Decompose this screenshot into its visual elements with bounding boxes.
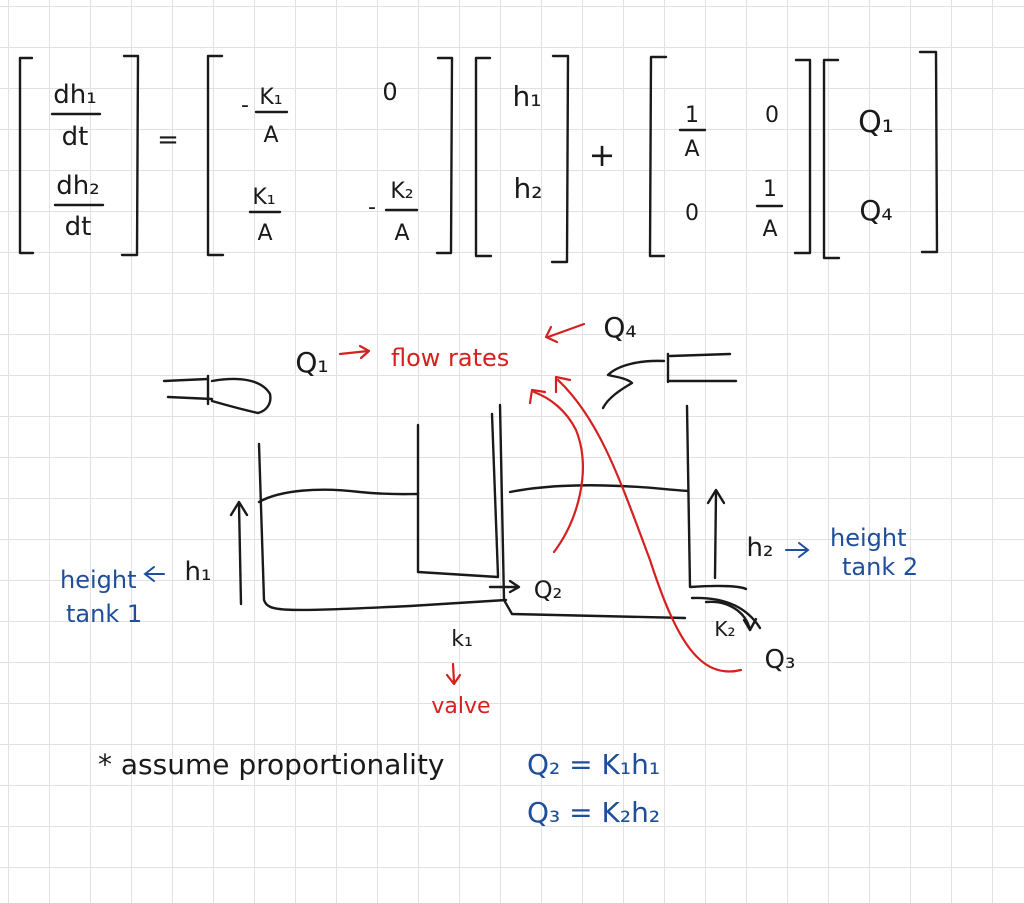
a11-sign: - xyxy=(241,93,249,118)
label-k1: k₁ xyxy=(451,627,473,652)
state-h1: h₁ xyxy=(513,80,542,113)
q3-to-flow-arrow xyxy=(556,378,743,673)
height-tank2-line2: tank 2 xyxy=(842,553,918,581)
inlet-pipe-left xyxy=(162,374,272,415)
lhs-brackets xyxy=(18,54,140,257)
b11-num: 1 xyxy=(685,103,699,128)
state-h2: h₂ xyxy=(514,172,543,205)
lhs-vector: dh₁ dt dh₂ dt xyxy=(50,80,105,242)
label-valve: valve xyxy=(431,694,490,719)
height-tank1-line1: height xyxy=(60,566,137,594)
a11-den: A xyxy=(263,123,278,148)
input-q4: Q₄ xyxy=(859,194,892,227)
a22-den: A xyxy=(394,221,409,246)
h2-arrow xyxy=(706,488,726,580)
state-vector: h₁ h₂ xyxy=(513,80,543,205)
tank-2-water-level xyxy=(508,484,690,494)
height-tank2-note: height tank 2 xyxy=(785,524,918,581)
assume-proportionality-text: * assume proportionality xyxy=(98,748,445,781)
height-tank1-line2: tank 1 xyxy=(66,600,142,628)
a21-num: K₁ xyxy=(252,185,275,210)
plus-sign: + xyxy=(589,136,616,174)
lhs-r2-num: dh₂ xyxy=(56,171,99,201)
height-tank1-note: height tank 1 xyxy=(60,566,165,628)
input-q1: Q₁ xyxy=(858,105,894,140)
b12: 0 xyxy=(765,103,779,128)
label-q2: Q₂ xyxy=(534,576,563,604)
valve-arrow xyxy=(445,662,462,686)
q3-equation: Q₃ = K₂h₂ xyxy=(527,796,660,829)
k2-outlet-arcs xyxy=(704,600,758,632)
label-q1: Q₁ xyxy=(295,346,328,379)
q2-arrow xyxy=(488,579,521,594)
label-k2: K₂ xyxy=(714,617,735,641)
q4-arrow xyxy=(546,322,586,339)
tank-1-water-level xyxy=(257,488,420,504)
h1-arrow xyxy=(229,500,249,606)
a12: 0 xyxy=(382,78,397,106)
b22-num: 1 xyxy=(763,177,777,202)
lhs-r1-den: dt xyxy=(62,122,89,152)
height-tank2-line1: height xyxy=(830,524,907,552)
lhs-r1-num: dh₁ xyxy=(53,80,96,110)
label-h1: h₁ xyxy=(185,557,212,587)
proportionality-notes: * assume proportionality Q₂ = K₁h₁ Q₃ = … xyxy=(98,748,660,829)
label-q4: Q₄ xyxy=(603,311,636,344)
q2-to-flow-arrow xyxy=(532,390,584,554)
label-q3: Q₃ xyxy=(765,645,796,675)
state-space-equation: dh₁ dt dh₂ dt = - K₁ A 0 K₁ A - K₂ A xyxy=(18,50,939,264)
b-matrix: 1 A 0 0 1 A xyxy=(678,103,784,242)
q1-arrow xyxy=(338,349,370,356)
label-h2: h₂ xyxy=(747,533,774,563)
b22-den: A xyxy=(762,217,777,242)
flow-rate-arrows xyxy=(338,322,743,673)
b-matrix-brackets xyxy=(648,55,812,258)
a22-num: K₂ xyxy=(390,179,413,204)
tank-1 xyxy=(257,423,508,612)
tank-2 xyxy=(490,403,762,630)
b11-den: A xyxy=(684,137,699,162)
input-vector: Q₁ Q₄ xyxy=(858,105,894,227)
a-matrix: - K₁ A 0 K₁ A - K₂ A xyxy=(241,78,419,246)
label-flow-rates: flow rates xyxy=(391,344,509,372)
a-matrix-brackets xyxy=(206,54,454,257)
a21-den: A xyxy=(257,221,272,246)
state-vector-brackets xyxy=(474,54,570,264)
equals-sign: = xyxy=(157,125,179,155)
b21: 0 xyxy=(685,201,699,226)
tank-diagram: Q₁ flow rates Q₄ Q₂ k₁ valve K₂ Q₃ h₁ h₂… xyxy=(60,311,918,719)
inlet-pipe-right xyxy=(601,352,738,410)
lhs-r2-den: dt xyxy=(65,212,92,242)
input-vector-brackets xyxy=(822,50,939,260)
q2-equation: Q₂ = K₁h₁ xyxy=(527,748,660,781)
a11-num: K₁ xyxy=(259,85,282,110)
a22-sign: - xyxy=(368,195,376,220)
